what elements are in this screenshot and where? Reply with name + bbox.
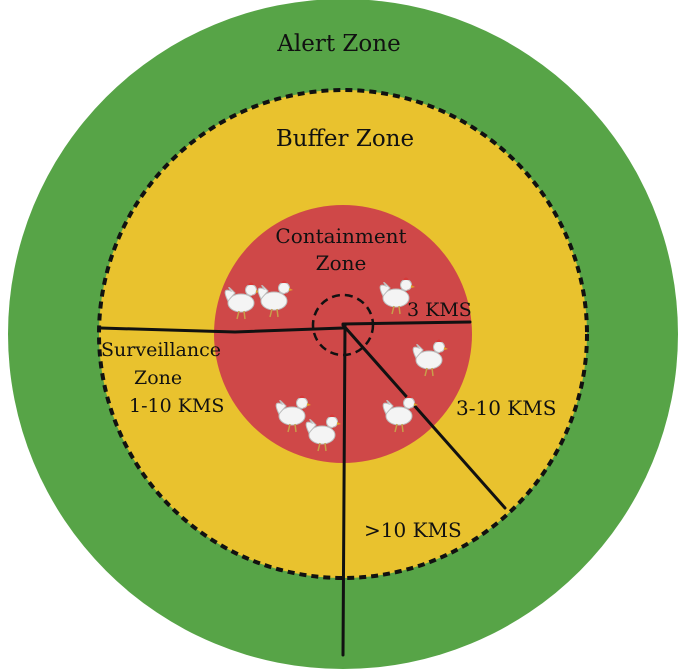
radius-label-3-10km: 3-10 KMS: [456, 396, 556, 420]
radius-line-surveillance: [98, 326, 345, 334]
alert-zone-label: Alert Zone: [276, 31, 400, 57]
buffer-zone-label: Buffer Zone: [276, 126, 414, 152]
radius-label-10km: >10 KMS: [364, 518, 462, 542]
containment-zone-label-line2: Zone: [316, 251, 367, 275]
buffer-zone-border: [97, 88, 589, 580]
surveillance-zone-label-line2: Zone: [134, 367, 182, 389]
containment-zone-label-line1: Containment: [275, 224, 406, 248]
radius-line-3km: [341, 320, 472, 326]
surveillance-zone-label-line1: Surveillance: [101, 339, 221, 361]
radius-label-3km: 3 KMS: [407, 299, 472, 321]
surveillance-zone-label-line3: 1-10 KMS: [129, 395, 224, 417]
radius-line-3-10km: [341, 323, 507, 510]
radius-line-10km: [341, 323, 347, 657]
